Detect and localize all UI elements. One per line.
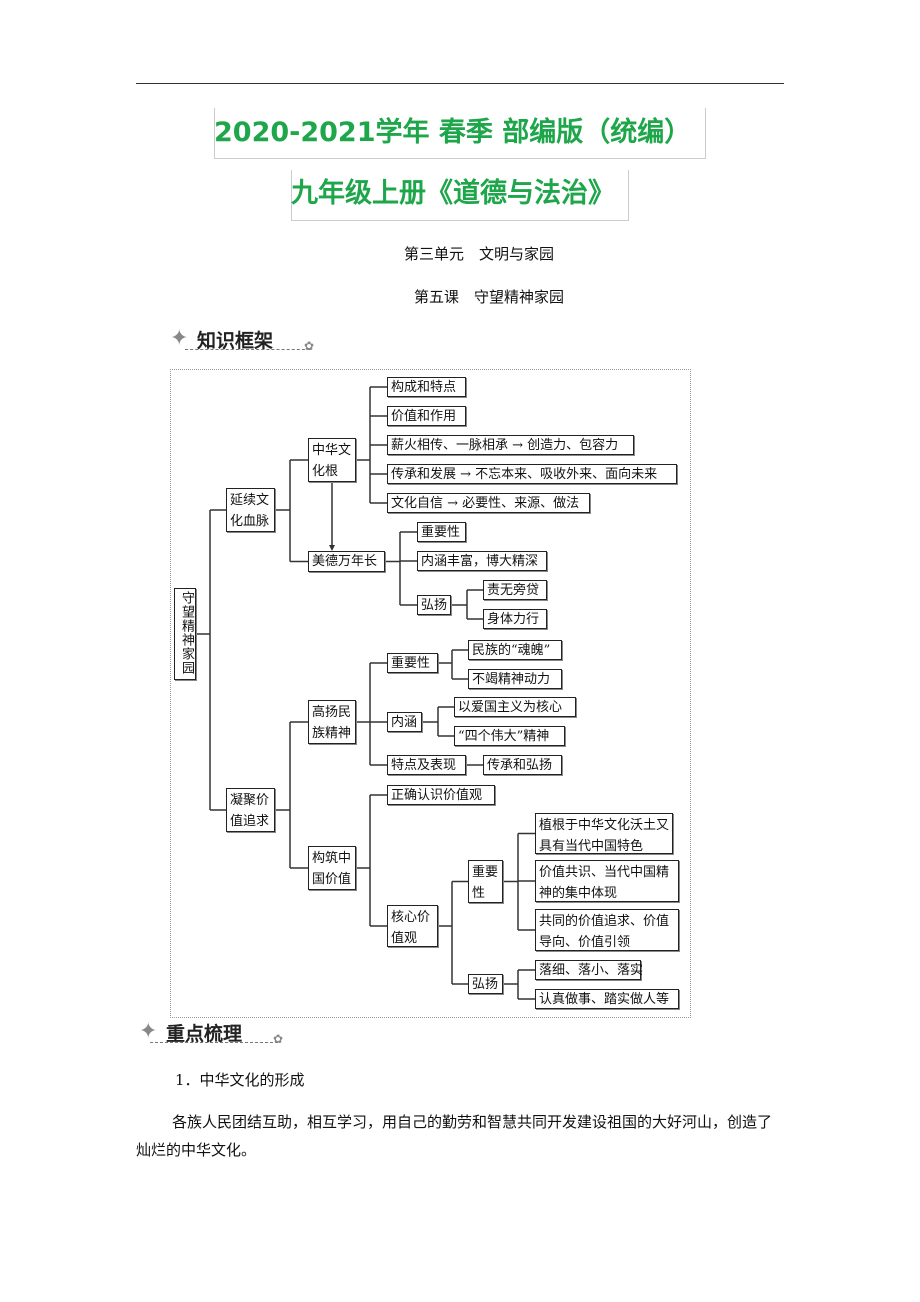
leaf: 价值和作用 bbox=[387, 406, 466, 426]
leaf: 不竭精神动力 bbox=[468, 669, 562, 689]
title-frame bbox=[291, 170, 629, 221]
leaf: 传承和发展 → 不忘本来、吸收外来、面向未来 bbox=[387, 464, 677, 484]
divider bbox=[150, 1042, 278, 1043]
leaf: 责无旁贷 bbox=[483, 580, 547, 600]
leaf: 重要性 bbox=[417, 522, 466, 542]
star-icon: ✿ bbox=[304, 339, 315, 353]
leaf: 构成和特点 bbox=[387, 377, 466, 397]
node: 内涵 bbox=[387, 712, 422, 732]
lesson-title: 第五课 守望精神家园 bbox=[414, 288, 565, 306]
arrow-icon bbox=[329, 545, 335, 551]
leaf: 以爱国主义为核心 bbox=[454, 697, 576, 717]
title-line-2: 九年级上册《道德与法治》 bbox=[291, 178, 615, 209]
node-a: 延续文化血脉 bbox=[226, 488, 275, 532]
leaf: 落细、落小、落实 bbox=[535, 960, 643, 980]
section-heading-framework: 知识框架 bbox=[197, 330, 274, 352]
node: 弘扬 bbox=[417, 595, 451, 615]
node: 重要性 bbox=[387, 653, 438, 673]
leaf: 身体力行 bbox=[483, 609, 547, 629]
node-b2: 构筑中国价值 bbox=[308, 846, 356, 890]
header-rule bbox=[136, 83, 784, 84]
leaf: 内涵丰富，博大精深 bbox=[417, 551, 547, 571]
node: 核心价值观 bbox=[387, 905, 438, 947]
node: 弘扬 bbox=[468, 974, 503, 994]
leaf: “四个伟大”精神 bbox=[454, 726, 565, 746]
leaf: 薪火相传、一脉相承 → 创造力、包容力 bbox=[387, 435, 634, 455]
divider bbox=[185, 349, 310, 350]
node: 特点及表现 bbox=[387, 755, 466, 775]
node-b: 凝聚价值追求 bbox=[226, 788, 275, 832]
leaf: 共同的价值追求、价值导向、价值引领 bbox=[535, 909, 679, 951]
leaf: 认真做事、踏实做人等 bbox=[535, 989, 679, 1009]
star-icon: ✦ bbox=[170, 326, 189, 351]
body-heading: 1．中华文化的形成 bbox=[175, 1071, 305, 1089]
leaf: 植根于中华文化沃土又具有当代中国特色 bbox=[535, 813, 673, 854]
node-a2: 美德万年长 bbox=[308, 551, 385, 572]
node-b1: 高扬民族精神 bbox=[308, 700, 356, 744]
node: 重要性 bbox=[468, 860, 503, 903]
star-icon: ✦ bbox=[139, 1019, 158, 1044]
leaf: 正确认识价值观 bbox=[387, 785, 495, 805]
leaf: 价值共识、当代中国精神的集中体现 bbox=[535, 860, 679, 902]
title-frame bbox=[214, 108, 706, 159]
node-a1: 中华文化根 bbox=[308, 438, 356, 482]
section-heading-key-points: 重点梳理 bbox=[166, 1023, 243, 1045]
node-root: 守望精神家园 bbox=[174, 588, 196, 680]
title-line-1: 2020-2021学年 春季 部编版（统编） bbox=[214, 117, 692, 148]
leaf: 民族的“魂魄” bbox=[468, 640, 562, 660]
leaf: 文化自信 → 必要性、来源、做法 bbox=[387, 493, 590, 513]
leaf: 传承和弘扬 bbox=[483, 755, 562, 775]
unit-title: 第三单元 文明与家园 bbox=[404, 245, 555, 263]
knowledge-framework-diagram bbox=[170, 369, 691, 1018]
star-icon: ✿ bbox=[273, 1032, 284, 1046]
body-paragraph: 各族人民团结互助，相互学习，用自己的勤劳和智慧共同开发建设祖国的大好河山，创造了… bbox=[136, 1113, 773, 1159]
